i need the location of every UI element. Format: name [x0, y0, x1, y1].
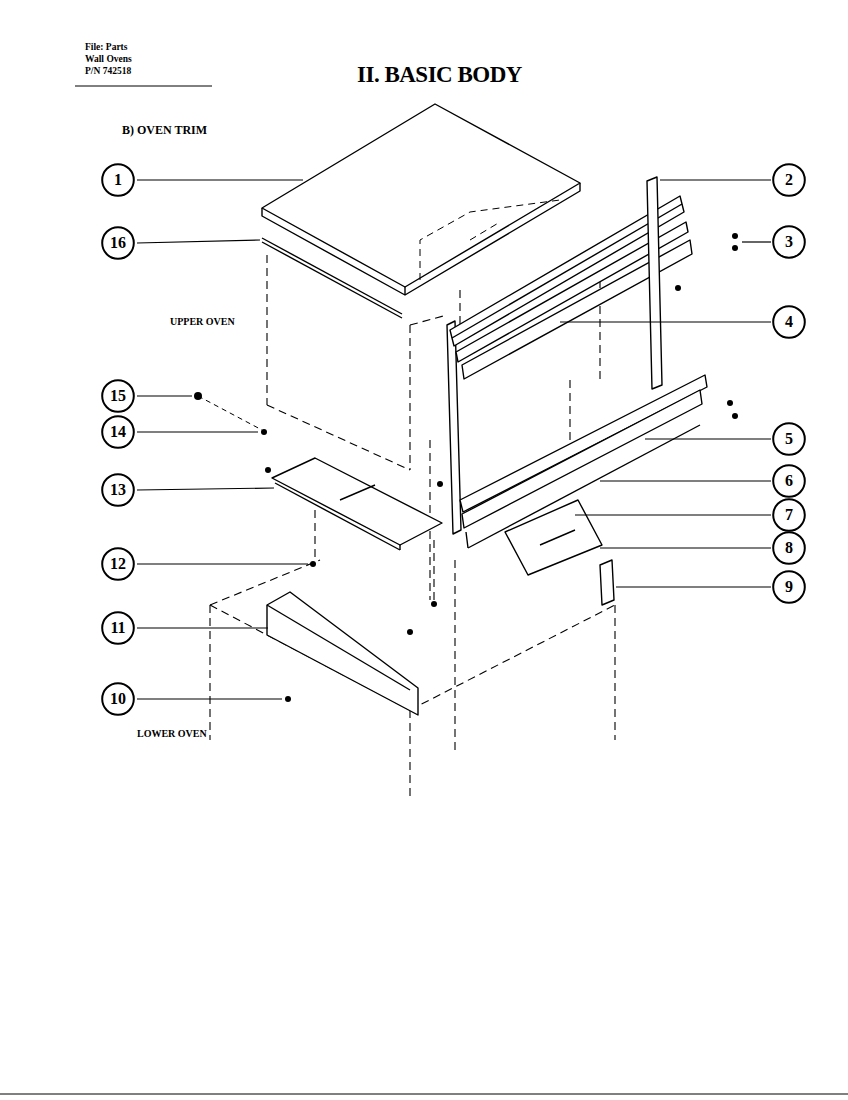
callout-number: 1 [114, 172, 122, 188]
callout-number: 5 [785, 431, 793, 447]
callout-number: 5 [772, 422, 806, 456]
callout-number: 7 [772, 498, 806, 532]
callout-number: 9 [772, 570, 806, 604]
callout-number: 3 [772, 225, 806, 259]
file-note: File: Parts [85, 42, 127, 52]
callout-number: 7 [785, 507, 793, 523]
callout-number: 3 [785, 234, 793, 250]
callout-number: 14 [101, 415, 135, 449]
callout-number: 8 [772, 531, 806, 565]
callout-number: 1 [101, 163, 135, 197]
callout-number: 11 [110, 620, 125, 636]
callout-number: 6 [785, 473, 793, 489]
callout-number: 12 [110, 556, 126, 572]
callout-number: 4 [785, 314, 793, 330]
callout-number: 14 [110, 424, 126, 440]
callout-number: 9 [785, 579, 793, 595]
page-title: II. BASIC BODY [357, 62, 522, 87]
callout-number: 16 [101, 226, 135, 260]
callout-number: 15 [110, 388, 126, 404]
callout-number: 8 [785, 540, 793, 556]
region-label: LOWER OVEN [137, 728, 207, 739]
callout-number: 10 [101, 682, 135, 716]
file-note: Wall Ovens [85, 54, 132, 64]
callout-number: 12 [101, 547, 135, 581]
callout-number: 13 [110, 482, 126, 498]
callout-number: 16 [110, 235, 126, 251]
callout-number: 15 [101, 379, 135, 413]
part-number: P/N 742518 [85, 66, 131, 76]
callout-number: 11 [101, 611, 135, 645]
section-heading: B) OVEN TRIM [122, 124, 207, 137]
callout-number: 10 [110, 691, 126, 707]
callout-number: 6 [772, 464, 806, 498]
callout-number: 2 [772, 163, 806, 197]
callout-number: 13 [101, 473, 135, 507]
callout-number: 2 [785, 172, 793, 188]
region-label: UPPER OVEN [170, 316, 235, 327]
callout-number: 4 [772, 305, 806, 339]
